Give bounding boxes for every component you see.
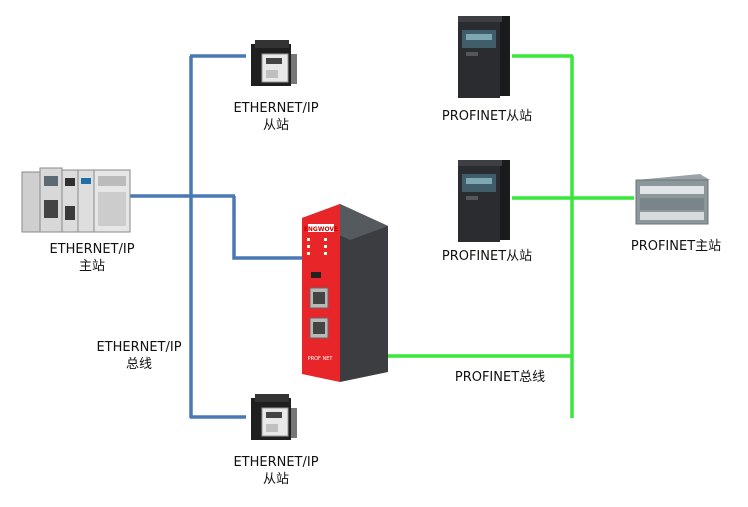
eip-master-plc-icon <box>21 167 131 233</box>
pn-slave-mid-label: PROFINET从站 <box>441 249 533 264</box>
pn-bus-label: PROFINET总线 <box>454 370 546 385</box>
eip-slave-bottom-label-line2: 从站 <box>262 472 290 487</box>
eip-bus-label-line1: ETHERNET/IP <box>96 340 182 355</box>
eip-slave-top-icon <box>251 40 297 86</box>
profinet-bus-lines <box>376 54 634 418</box>
eip-bus-label: ETHERNET/IP 总线 <box>96 339 181 373</box>
ethernet-ip-bus-lines <box>130 54 302 419</box>
eip-bus-label-line2: 总线 <box>125 357 153 372</box>
eip-master-label: ETHERNET/IP 主站 <box>49 241 134 275</box>
eip-slave-bottom-label: ETHERNET/IP 从站 <box>233 454 318 488</box>
eip-branch-gateway <box>232 196 302 260</box>
eip-slave-top-label-line1: ETHERNET/IP <box>233 101 319 116</box>
pn-slave-top-icon <box>458 16 510 98</box>
pn-slave-top-label: PROFINET从站 <box>441 109 533 124</box>
gateway-model-text: PROF NET <box>308 356 334 362</box>
eip-slave-top-label: ETHERNET/IP 从站 <box>233 100 318 134</box>
eip-slave-bottom-label-line1: ETHERNET/IP <box>233 455 319 470</box>
pn-slave-mid-icon <box>458 160 510 242</box>
pn-master-label: PROFINET主站 <box>630 239 722 254</box>
gateway-side-panel <box>340 204 388 382</box>
eip-slave-bottom-icon <box>251 394 297 440</box>
pn-master-plc-icon <box>635 174 710 225</box>
gateway-brand-text: ENGWOVE <box>304 226 338 233</box>
eip-slave-top-label-line2: 从站 <box>262 118 290 133</box>
eip-master-label-line2: 主站 <box>78 259 106 274</box>
eip-master-label-line1: ETHERNET/IP <box>49 242 135 257</box>
gateway-device-icon: ENGWOVE PROF NET <box>302 204 388 382</box>
